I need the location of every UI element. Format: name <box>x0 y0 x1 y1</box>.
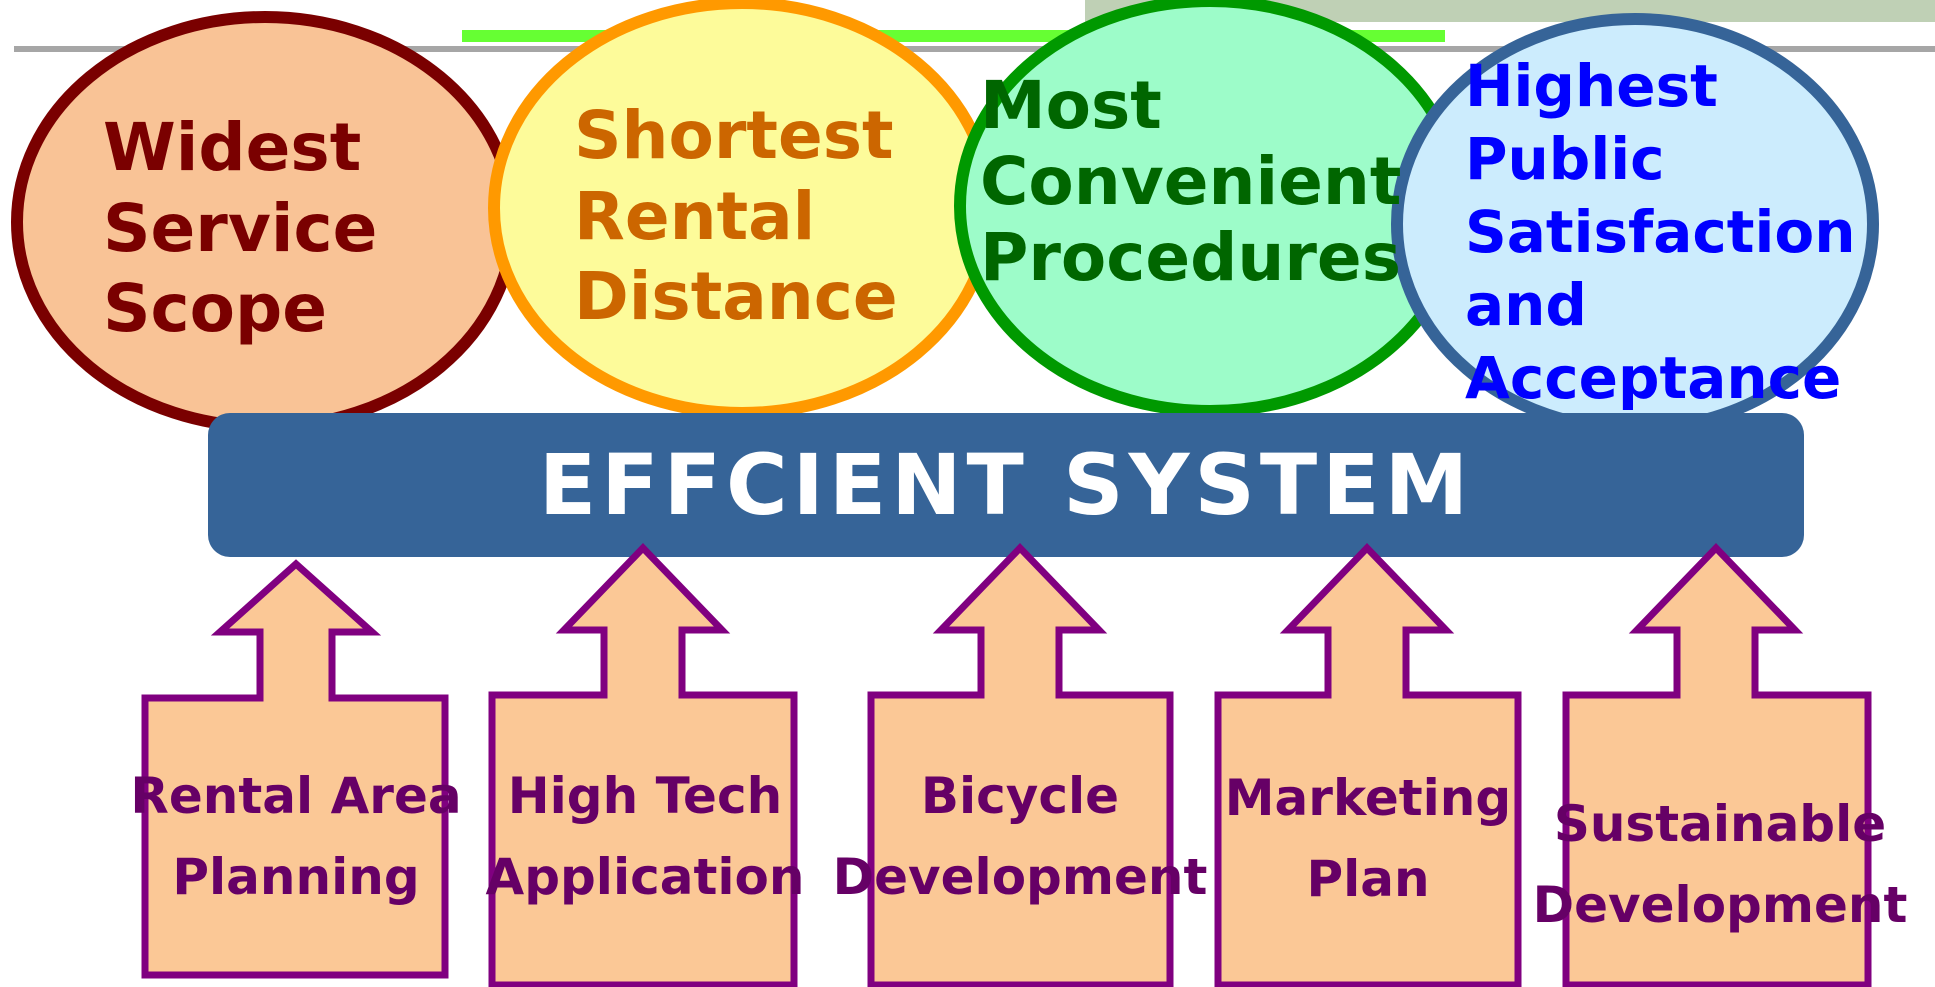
goal-1-line1: Widest <box>103 109 362 186</box>
pillar-3-line2: Development <box>832 848 1208 906</box>
pillar-1-line1: Rental Area <box>130 767 462 825</box>
goal-2-label: Shortest Rental Distance <box>574 96 898 338</box>
pillar-5-line2: Development <box>1532 876 1908 934</box>
pillar-3-line1: Bicycle <box>920 767 1120 825</box>
goal-4-line4: and <box>1465 271 1587 340</box>
goal-4-line1: Highest <box>1465 52 1718 120</box>
goal-2-line1: Shortest <box>574 97 894 174</box>
pillar-1-label: Rental Area Planning <box>118 756 474 918</box>
goal-4-line3: Satisfaction <box>1465 198 1856 267</box>
pillar-3-label: Bicycle Development <box>822 756 1218 918</box>
goal-1-label: Widest Service Scope <box>103 108 377 350</box>
efficient-system-banner <box>208 413 1804 557</box>
pillar-2-line2: Application <box>485 848 805 906</box>
goal-2-line3: Distance <box>574 258 898 336</box>
goal-2-line2: Rental <box>574 177 816 255</box>
goal-3-line1: Most <box>980 67 1162 144</box>
pillar-4-line1: Marketing <box>1224 769 1512 827</box>
goal-4-line2: Public <box>1465 125 1665 194</box>
pillar-2-label: High Tech Application <box>470 756 820 918</box>
goal-1-line3: Scope <box>103 270 328 348</box>
pillar-4-shape <box>1214 542 1522 987</box>
pillar-1-line2: Planning <box>172 848 420 906</box>
pillar-5-label: Sustainable Development <box>1520 784 1920 946</box>
pillar-4-label: Marketing Plan <box>1200 758 1536 920</box>
goal-1-line2: Service <box>103 189 378 267</box>
banner-label: EFFCIENT SYSTEM <box>538 436 1474 534</box>
pillar-1-shape <box>141 559 449 979</box>
pillar-3-shape <box>867 542 1174 987</box>
pillar-2-shape <box>488 542 798 987</box>
pillar-2-line1: High Tech <box>507 767 783 825</box>
pillar-4-line2: Plan <box>1306 850 1430 908</box>
goal-3-line2: Convenient <box>980 142 1402 220</box>
pillar-5-shape <box>1562 542 1872 987</box>
goal-4-label: Highest Public Satisfaction and Acceptan… <box>1465 50 1856 415</box>
goal-3-line3: Procedures <box>980 218 1401 296</box>
goal-3-label: Most Convenient Procedures <box>980 68 1401 296</box>
pillar-5-line1: Sustainable <box>1553 795 1887 853</box>
goal-4-line5: Acceptance <box>1465 344 1842 413</box>
